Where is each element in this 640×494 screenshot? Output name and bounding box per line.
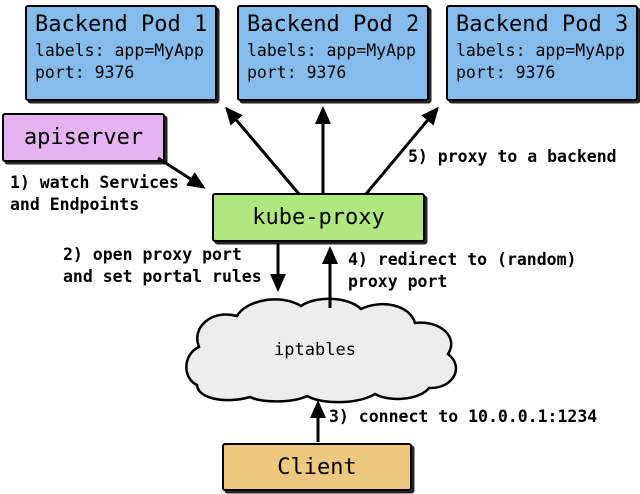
kube-proxy-box: kube-proxy xyxy=(212,193,425,242)
apiserver-label: apiserver xyxy=(23,125,144,150)
backend-pod-3-port: port: 9376 xyxy=(456,63,556,82)
kube-proxy-label: kube-proxy xyxy=(252,205,385,230)
backend-pod-1-title: Backend Pod 1 xyxy=(35,12,208,37)
backend-pod-2-labels: labels: app=MyApp xyxy=(247,41,416,60)
backend-pod-2-box: Backend Pod 2 labels: app=MyApp port: 93… xyxy=(237,5,429,101)
backend-pod-3-title: Backend Pod 3 xyxy=(456,12,629,37)
step-4-redirect-label: 4) redirect to (random) proxy port xyxy=(348,250,577,291)
step-1-watch-services-label: 1) watch Services and Endpoints xyxy=(10,173,179,214)
apiserver-box: apiserver xyxy=(2,113,165,162)
iptables-label: iptables xyxy=(274,340,356,360)
step-5-proxy-backend-label: 5) proxy to a backend xyxy=(408,147,617,166)
backend-pod-2-title: Backend Pod 2 xyxy=(247,12,420,37)
backend-pod-1-labels: labels: app=MyApp xyxy=(35,41,204,60)
backend-pod-2-port: port: 9376 xyxy=(247,63,347,82)
backend-pod-1-port: port: 9376 xyxy=(35,63,135,82)
arrow-proxy-backend-1 xyxy=(225,106,301,195)
backend-pod-3-box: Backend Pod 3 labels: app=MyApp port: 93… xyxy=(446,5,638,101)
client-box: Client xyxy=(222,443,412,491)
backend-pod-3-labels: labels: app=MyApp xyxy=(456,41,625,60)
client-label: Client xyxy=(277,454,357,480)
step-2-open-proxy-port-label: 2) open proxy port and set portal rules xyxy=(63,245,262,286)
backend-pod-1-box: Backend Pod 1 labels: app=MyApp port: 93… xyxy=(25,5,217,101)
step-3-connect-label: 3) connect to 10.0.0.1:1234 xyxy=(329,407,598,426)
